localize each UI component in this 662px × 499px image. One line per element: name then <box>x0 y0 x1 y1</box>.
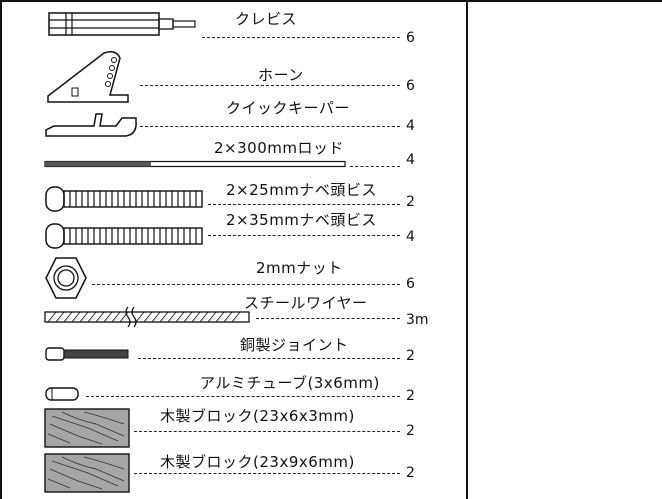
leader-line <box>86 396 400 397</box>
part-name: 木製ブロック(23x6x3mm) <box>160 407 355 425</box>
quick-keeper-icon <box>45 113 137 137</box>
part-qty: 6 <box>406 276 415 292</box>
leader-line <box>208 204 400 205</box>
part-qty: 2 <box>406 465 415 481</box>
part-name: スチールワイヤー <box>244 294 368 312</box>
part-name: 2×35mmナベ頭ビス <box>226 211 377 229</box>
short-screw-icon <box>45 186 203 212</box>
part-row-horn: ホーン 6 <box>0 46 470 110</box>
frame-right-border <box>466 0 468 499</box>
part-qty: 4 <box>406 118 415 134</box>
part-qty: 2 <box>406 348 415 364</box>
part-name: クイックキーパー <box>226 99 350 117</box>
part-qty: 2 <box>406 388 415 404</box>
part-name: 銅製ジョイント <box>240 336 349 354</box>
leader-line <box>134 431 400 432</box>
leader-line <box>92 284 400 285</box>
part-name: ホーン <box>258 66 304 84</box>
leader-line <box>202 37 400 38</box>
horn-icon <box>47 51 129 103</box>
leader-line <box>134 473 400 474</box>
part-qty: 4 <box>406 229 415 245</box>
steel-wire-icon <box>44 306 250 328</box>
leader-line <box>138 358 400 359</box>
part-row-clevis: クレビス 6 <box>0 0 470 46</box>
part-row-steel-wire: スチールワイヤー 3m <box>0 288 470 328</box>
wood-block-icon <box>44 408 130 448</box>
part-row-rod: 2×300mmロッド 4 <box>0 134 470 172</box>
frame-left-border <box>0 0 2 499</box>
part-row-aluminum-tube: アルミチューブ(3x6mm) 2 <box>0 370 470 406</box>
leader-line <box>208 235 400 236</box>
part-name: 木製ブロック(23x9x6mm) <box>160 453 355 471</box>
long-screw-icon <box>45 223 203 249</box>
part-name: 2mmナット <box>256 259 343 277</box>
part-row-quick-keeper: クイックキーパー 4 <box>0 94 470 140</box>
part-row-nut: 2mmナット 6 <box>0 252 470 300</box>
leader-line <box>140 126 400 127</box>
part-qty: 4 <box>406 152 415 168</box>
leader-line <box>256 318 400 319</box>
part-qty: 2 <box>406 194 415 210</box>
frame-top-border <box>0 0 662 2</box>
part-name: クレビス <box>235 10 298 28</box>
part-qty: 2 <box>406 423 415 439</box>
part-row-wood-block-small: 木製ブロック(23x6x3mm) 2 <box>0 403 470 448</box>
part-qty: 6 <box>406 78 415 94</box>
leader-line <box>140 85 400 86</box>
part-name: 2×25mmナベ頭ビス <box>226 181 377 199</box>
part-row-wood-block-large: 木製ブロック(23x9x6mm) 2 <box>0 447 470 495</box>
part-row-screw-35: 2×35mmナベ頭ビス 4 <box>0 207 470 249</box>
rod-icon <box>44 160 346 168</box>
part-qty: 6 <box>406 30 415 46</box>
part-row-copper-joint: 銅製ジョイント 2 <box>0 332 470 370</box>
leader-line <box>350 166 400 167</box>
clevis-icon <box>48 12 196 36</box>
part-name: アルミチューブ(3x6mm) <box>200 374 380 392</box>
part-qty: 3m <box>406 312 429 328</box>
aluminum-tube-icon <box>45 387 79 401</box>
nut-icon <box>45 257 87 299</box>
wood-block-large-icon <box>44 453 130 493</box>
copper-joint-icon <box>45 347 129 361</box>
part-row-screw-25: 2×25mmナベ頭ビス 2 <box>0 174 470 214</box>
part-name: 2×300mmロッド <box>214 139 344 157</box>
